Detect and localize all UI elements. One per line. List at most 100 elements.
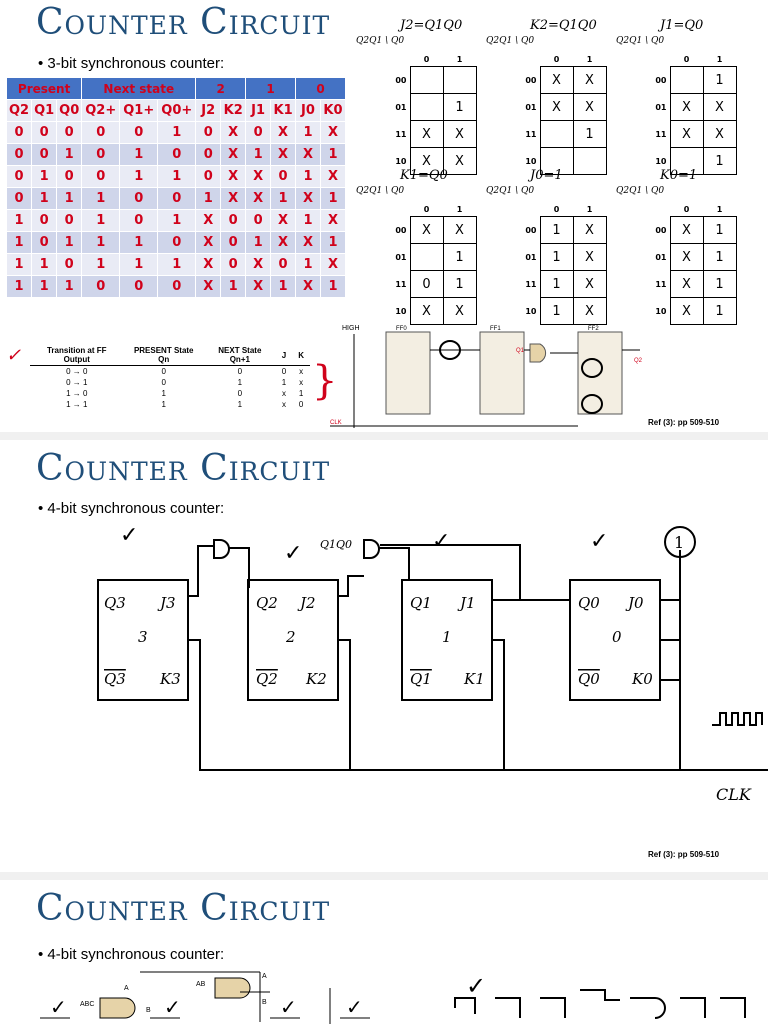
kmap-cell: [442, 66, 477, 94]
kmap-cell: 1: [539, 297, 574, 325]
clk-label: CLK: [330, 420, 342, 426]
column-header: J2: [195, 99, 222, 122]
table-cell: 0: [157, 231, 197, 254]
kmap-row-label: 11: [395, 279, 407, 289]
kmap-cell: 1: [702, 270, 737, 298]
table-cell: 0: [5, 187, 33, 210]
table-cell: 0: [195, 143, 222, 166]
column-header: Q0: [56, 99, 83, 122]
table-cell: 1: [295, 253, 321, 276]
table-cell: 1: [295, 209, 321, 232]
kmap-col-label: 0: [423, 54, 430, 64]
table-cell: 0: [31, 209, 58, 232]
kmap-col-label: 0: [683, 204, 690, 214]
kmap-cell: [572, 147, 607, 175]
bullet-text: 4-bit synchronous counter:: [47, 946, 225, 963]
check-icon: ✓: [284, 541, 302, 566]
transition-cell: x: [281, 389, 286, 398]
kmap-cell: 1: [442, 270, 477, 298]
four-bit-circuit-preview: ABC AB A B A B ✓ ✓ ✓ ✓ ✓: [40, 971, 746, 1024]
table-cell: 0: [220, 209, 247, 232]
table-cell: 1: [245, 143, 272, 166]
transition-cell: x: [281, 400, 286, 409]
table-cell: 1: [270, 187, 297, 210]
kmap-col-label: 1: [456, 54, 463, 64]
one-label: 1: [674, 533, 684, 552]
table-cell: 0: [56, 253, 83, 276]
transition-cell: 1: [281, 378, 287, 387]
column-header: K1: [270, 99, 297, 122]
slide-1: Counter Circuit • 3-bit synchronous coun…: [0, 0, 768, 432]
transition-header: Transition at FF Output: [30, 345, 124, 366]
table-cell: 1: [31, 187, 58, 210]
kmap-cell: X: [442, 216, 477, 244]
table-cell: 0: [157, 275, 197, 298]
table-cell: 0: [195, 165, 222, 188]
gate-label: ABC: [80, 1001, 94, 1008]
kmap-cell: 1: [442, 93, 477, 121]
and-gate-icon: [529, 343, 547, 363]
transition-cell: 1 → 0: [66, 389, 88, 398]
kmap-row-label: 00: [655, 75, 667, 85]
ff0-box: [385, 331, 431, 415]
table-cell: 1: [157, 209, 197, 232]
kmap-col-label: 0: [553, 204, 560, 214]
kmap-cell: X: [572, 270, 607, 298]
table-cell: 0: [119, 275, 159, 298]
ff2-num: 2: [285, 628, 296, 646]
column-header: J0: [295, 99, 321, 122]
kmap-variables: Q2Q1 \ Q0: [616, 186, 665, 196]
kmap-cell: X: [409, 120, 444, 148]
kmap-cell: X: [702, 93, 737, 121]
kmap-col-label: 1: [716, 54, 723, 64]
kmap-row-label: 01: [525, 102, 537, 112]
transition-cell: 1: [237, 378, 243, 387]
kmap-cell: X: [409, 147, 444, 175]
table-cell: 1: [5, 275, 33, 298]
table-cell: 1: [5, 209, 33, 232]
kmap-cell: X: [669, 93, 704, 121]
circled-j2: [581, 358, 603, 378]
ff3-q: Q3: [104, 594, 126, 612]
ff2-q: Q2: [256, 594, 278, 612]
kmap-cell: 1: [539, 216, 574, 244]
and-gate-icon: [99, 997, 136, 1019]
red-check-icon: ✓: [6, 345, 22, 366]
table-cell: X: [295, 231, 321, 254]
table-cell: X: [245, 253, 272, 276]
kmap-row-label: 10: [655, 156, 667, 166]
circled-k2: [581, 394, 603, 414]
slide-3: Counter Circuit • 4-bit synchronous coun…: [0, 880, 768, 1024]
table-cell: X: [220, 165, 247, 188]
q2-label: Q2: [634, 358, 643, 364]
table-cell: 1: [31, 275, 58, 298]
table-cell: 0: [220, 253, 247, 276]
table-cell: 1: [31, 253, 58, 276]
table-cell: X: [220, 121, 247, 144]
kmap-row-label: 00: [525, 225, 537, 235]
ff1-qbar: Q1: [410, 670, 432, 688]
kmap-equation: K2=Q1Q0: [530, 18, 597, 33]
kmap-row-label: 10: [525, 306, 537, 316]
kmap-row-label: 11: [395, 129, 407, 139]
ff1-num: 1: [442, 628, 452, 646]
kmap-equation: K0=1: [660, 168, 698, 183]
and-gate-icon: [214, 977, 251, 999]
kmap-col-label: 0: [423, 204, 430, 214]
kmap-col-label: 0: [553, 54, 560, 64]
table-cell: X: [270, 231, 297, 254]
slide-divider: [0, 872, 768, 880]
table-cell: 0: [157, 143, 197, 166]
kmap-row-label: 01: [395, 252, 407, 262]
kmap-variables: Q2Q1 \ Q0: [486, 36, 535, 46]
table-cell: 0: [119, 121, 159, 144]
kmap-cell: 1: [702, 297, 737, 325]
kmap-cell: 0: [409, 270, 444, 298]
three-bit-circuit: HIGH FF0 FF1 FF2 CLK Q2 Q1: [330, 325, 643, 428]
